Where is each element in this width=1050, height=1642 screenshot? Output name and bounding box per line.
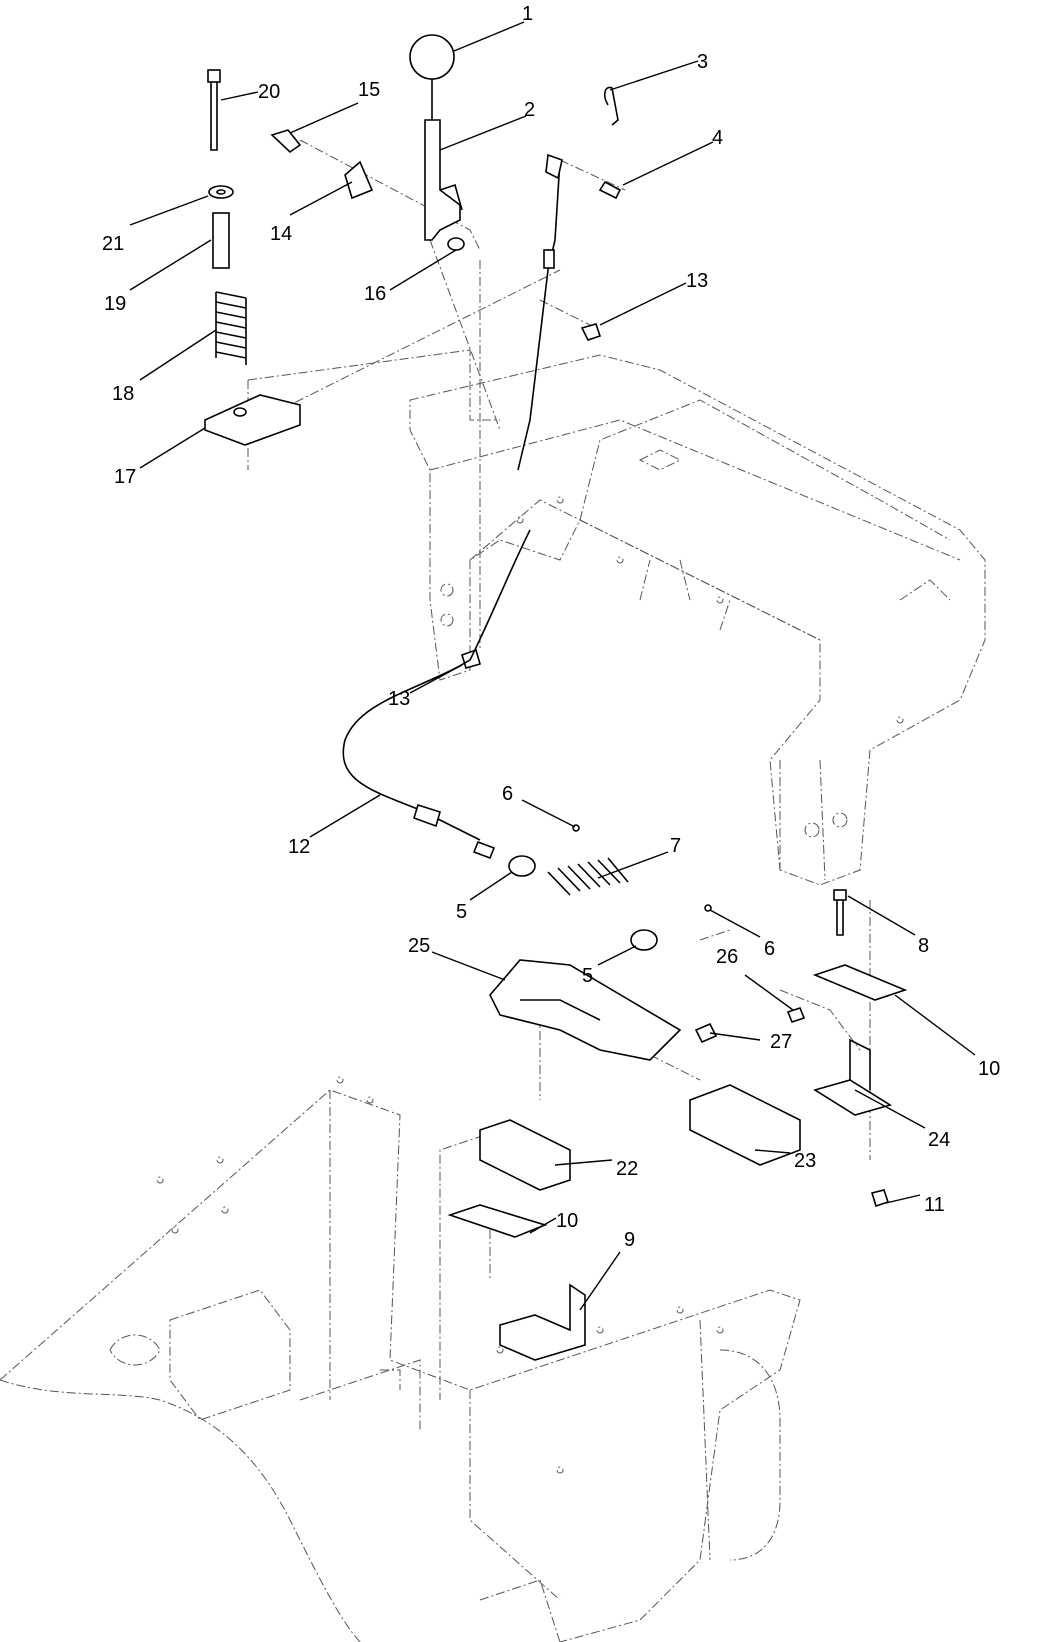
- callout-24: 24: [928, 1129, 950, 1151]
- part-10-plate-right: [812, 964, 908, 1001]
- callout-11: 11: [924, 1194, 945, 1216]
- part-7-spring: [547, 857, 629, 896]
- callout-4: 4: [712, 127, 723, 149]
- part-8-bolt: [833, 889, 847, 936]
- callout-6-upper: 6: [502, 783, 513, 805]
- part-20-bolt: [207, 69, 221, 151]
- callout-labels: 1 2 3 4 20 15 21 14 19 16 13 18 17 13 6 …: [102, 3, 1000, 1251]
- callout-2: 2: [524, 99, 535, 121]
- callout-6-lower: 6: [764, 938, 775, 960]
- callout-20: 20: [258, 81, 280, 103]
- part-2-lever: [424, 119, 463, 241]
- callout-25: 25: [408, 935, 430, 957]
- part-18-spring: [215, 291, 247, 365]
- callout-12: 12: [288, 836, 310, 858]
- callout-13-upper: 13: [686, 270, 708, 292]
- part-14-clip: [344, 160, 374, 200]
- callout-13-lower: 13: [388, 688, 410, 710]
- part-3-cotter-pin: [603, 86, 619, 126]
- callout-16: 16: [364, 283, 386, 305]
- callout-9: 9: [624, 1229, 635, 1251]
- part-26-screw: [786, 1007, 806, 1023]
- part-11-nut: [870, 1189, 890, 1208]
- part-6-pin-lower: [704, 904, 712, 912]
- part-17-plate: [204, 394, 301, 446]
- part-19-spacer: [212, 212, 230, 269]
- part-25-bracket: [489, 959, 682, 1061]
- part-5-bushing-upper: [508, 855, 536, 877]
- callout-14: 14: [270, 223, 292, 245]
- leader-lines: [129, 21, 976, 1311]
- callout-1: 1: [522, 3, 533, 25]
- callout-5-upper: 5: [456, 901, 467, 923]
- callout-10-lower: 10: [556, 1210, 578, 1232]
- callout-21: 21: [102, 233, 124, 255]
- upper-frame: [409, 354, 986, 886]
- part-23-bracket: [689, 1084, 801, 1166]
- callout-8: 8: [918, 935, 929, 957]
- callout-15: 15: [358, 79, 380, 101]
- part-22-bracket: [479, 1119, 571, 1191]
- part-1-knob: [409, 34, 455, 120]
- callout-17: 17: [114, 466, 136, 488]
- part-15-bolt: [270, 129, 302, 154]
- callout-19: 19: [104, 293, 126, 315]
- callout-3: 3: [697, 51, 708, 73]
- lower-chassis: [0, 1076, 801, 1642]
- part-13-nut-upper: [580, 323, 602, 341]
- part-9-bracket: [499, 1283, 586, 1361]
- callout-7: 7: [670, 835, 681, 857]
- callout-10-right: 10: [978, 1058, 1000, 1080]
- callout-27: 27: [770, 1031, 792, 1053]
- part-5-bushing-lower: [630, 929, 658, 951]
- callout-26: 26: [716, 946, 738, 968]
- part-21-washer: [208, 185, 234, 199]
- part-4-clevis-pin: [598, 180, 622, 200]
- part-24-bracket: [813, 1038, 892, 1116]
- part-16-washer: [447, 237, 465, 251]
- part-12-cable: [342, 153, 563, 860]
- callout-23: 23: [794, 1150, 816, 1172]
- callout-22: 22: [616, 1158, 638, 1180]
- callout-18: 18: [112, 383, 134, 405]
- part-27-bolt: [694, 1022, 718, 1044]
- callout-5-lower: 5: [582, 965, 593, 987]
